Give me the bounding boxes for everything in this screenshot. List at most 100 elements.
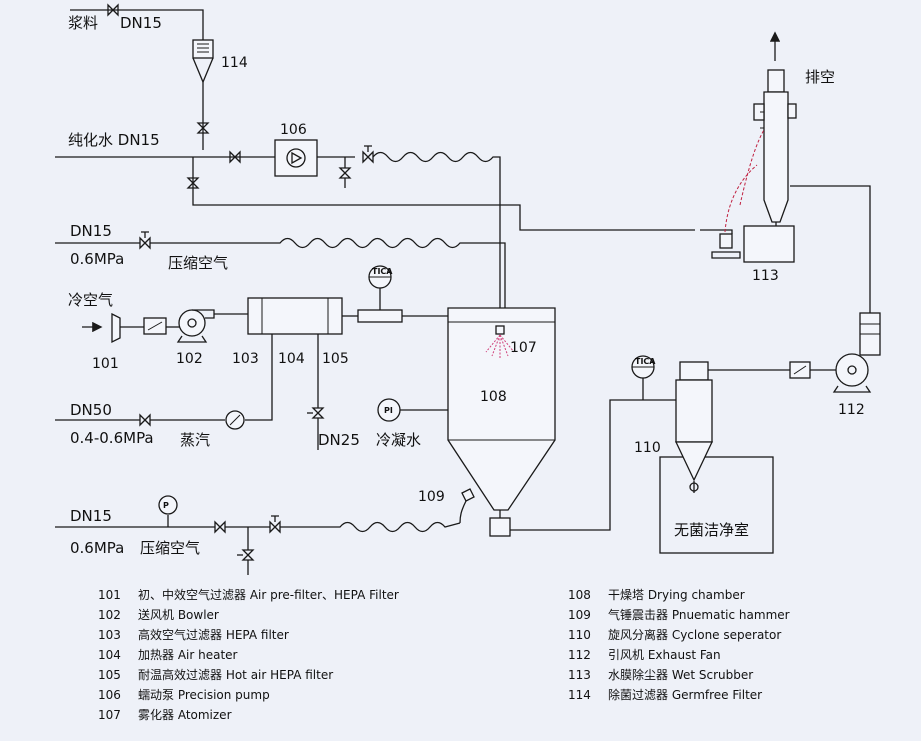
hot-air-line xyxy=(342,288,448,323)
wet-scrubber-113 xyxy=(700,31,797,263)
label-108: 108 xyxy=(480,389,507,405)
label-112: 112 xyxy=(838,402,865,418)
air2-pressure-gauge: P xyxy=(158,495,178,515)
pi-label: PI xyxy=(384,406,393,415)
legend-right: 108 干燥塔 Drying chamber 109 气锤震击器 Pnuemat… xyxy=(568,588,790,702)
legend-code: 101 xyxy=(98,588,121,602)
air2-valve-2[interactable] xyxy=(269,515,281,534)
label-102: 102 xyxy=(176,351,203,367)
exhaust-label: 排空 xyxy=(805,68,835,86)
slurry-valve[interactable] xyxy=(107,3,119,17)
chamber-to-cyclone-line xyxy=(510,399,680,531)
label-110: 110 xyxy=(634,440,661,456)
legend-text: 干燥塔 Drying chamber xyxy=(608,588,745,602)
water-valve-down[interactable] xyxy=(186,177,200,189)
drying-chamber-108 xyxy=(447,307,556,537)
air2-dn-label: DN15 xyxy=(70,507,112,525)
water-valve-2[interactable] xyxy=(338,157,352,188)
legend-text: 引风机 Exhaust Fan xyxy=(608,648,721,662)
legend-code: 107 xyxy=(98,708,121,722)
legend-code: 108 xyxy=(568,588,591,602)
legend-text: 送风机 Bowler xyxy=(138,607,219,622)
tica-label-right: TICA xyxy=(635,357,656,366)
air1-pressure-label: 0.6MPa xyxy=(70,250,124,268)
label-107: 107 xyxy=(510,340,537,356)
legend-text: 初、中效空气过滤器 Air pre-filter、HEPA Filter xyxy=(138,587,399,602)
legend-text: 高效空气过滤器 HEPA filter xyxy=(138,627,289,642)
legend-code: 103 xyxy=(98,628,121,642)
legend-text: 气锤震击器 Pnuematic hammer xyxy=(608,607,790,622)
label-106: 106 xyxy=(280,122,307,138)
purified-water-line xyxy=(55,156,695,231)
tica-indicator-top: TICA xyxy=(368,265,393,289)
air1-dn-label: DN15 xyxy=(70,222,112,240)
pure-water-label: 纯化水 DN15 xyxy=(68,131,160,149)
label-114: 114 xyxy=(221,55,248,71)
label-101: 101 xyxy=(92,356,119,372)
air2-pressure-label: 0.6MPa xyxy=(70,539,124,557)
air2-name-label: 压缩空气 xyxy=(140,539,200,557)
steam-pressure-label: 0.4-0.6MPa xyxy=(70,429,154,447)
steam-name-label: 蒸汽 xyxy=(180,431,210,449)
legend-code: 102 xyxy=(98,608,121,622)
cyclone-110 xyxy=(674,361,714,493)
steam-dn-label: DN50 xyxy=(70,401,112,419)
slurry-label: 浆料 xyxy=(68,14,98,32)
germfree-filter-114 xyxy=(192,39,214,84)
legend-text: 旋风分离器 Cyclone seperator xyxy=(608,627,781,642)
compressed-air-line-2 xyxy=(55,515,461,575)
water-valve-1[interactable] xyxy=(229,150,241,164)
slurry-dn-label: DN15 xyxy=(120,14,162,32)
legend-code: 110 xyxy=(568,628,591,642)
legend-code: 112 xyxy=(568,648,591,662)
legend-text: 耐温高效过滤器 Hot air HEPA filter xyxy=(138,667,333,682)
condensate-valve[interactable] xyxy=(307,407,325,419)
legend-text: 蠕动泵 Precision pump xyxy=(138,688,270,702)
fan-to-scrubber-line xyxy=(790,185,871,313)
steam-pressure-gauge xyxy=(225,410,245,430)
air2-valve-1[interactable] xyxy=(214,520,226,534)
pre-filter-101 xyxy=(111,312,121,344)
condensate-name-label: 冷凝水 xyxy=(376,431,421,449)
legend-text: 水膜除尘器 Wet Scrubber xyxy=(608,667,753,682)
legend-code: 114 xyxy=(568,688,591,702)
precision-pump-106[interactable] xyxy=(274,139,318,177)
valve-below-114[interactable] xyxy=(196,122,210,134)
tica-indicator-right: TICA xyxy=(631,355,656,400)
water-valve-3[interactable] xyxy=(362,145,374,164)
legend-left: 101 初、中效空气过滤器 Air pre-filter、HEPA Filter… xyxy=(98,587,399,722)
air2-valve-down[interactable] xyxy=(237,549,255,561)
hepa-heater-unit-103-104 xyxy=(247,297,343,335)
hepa-filter-box xyxy=(120,317,180,335)
label-105: 105 xyxy=(322,351,349,367)
condensate-dn-label: DN25 xyxy=(318,431,360,449)
clean-room xyxy=(659,456,774,554)
legend-code: 113 xyxy=(568,668,591,682)
pneumatic-hammer-109[interactable] xyxy=(459,488,475,524)
exhaust-fan-filter xyxy=(789,361,811,379)
legend-text: 除菌过滤器 Germfree Filter xyxy=(608,687,762,702)
exhaust-fan-112[interactable] xyxy=(832,312,881,393)
legend-code: 109 xyxy=(568,608,591,622)
heat-traced-water-line xyxy=(372,151,501,325)
label-104: 104 xyxy=(278,351,305,367)
svg-text:P: P xyxy=(163,501,169,510)
air1-name-label: 压缩空气 xyxy=(168,254,228,272)
legend-code: 104 xyxy=(98,648,121,662)
air-valve-1[interactable] xyxy=(139,231,151,250)
legend-code: 106 xyxy=(98,688,121,702)
legend-text: 加热器 Air heater xyxy=(138,648,238,662)
cleanroom-label: 无菌洁净室 xyxy=(674,521,749,539)
compressed-air-line-1 xyxy=(55,237,506,325)
legend-text: 雾化器 Atomizer xyxy=(138,708,232,722)
atomizer-107 xyxy=(485,325,515,358)
steam-line xyxy=(55,334,273,421)
blower-102[interactable] xyxy=(176,309,215,343)
legend-code: 105 xyxy=(98,668,121,682)
label-109: 109 xyxy=(418,489,445,505)
tica-label-top: TICA xyxy=(372,267,393,276)
slurry-line xyxy=(70,9,204,150)
steam-valve[interactable] xyxy=(139,413,151,427)
pi-gauge: PI xyxy=(377,398,448,422)
